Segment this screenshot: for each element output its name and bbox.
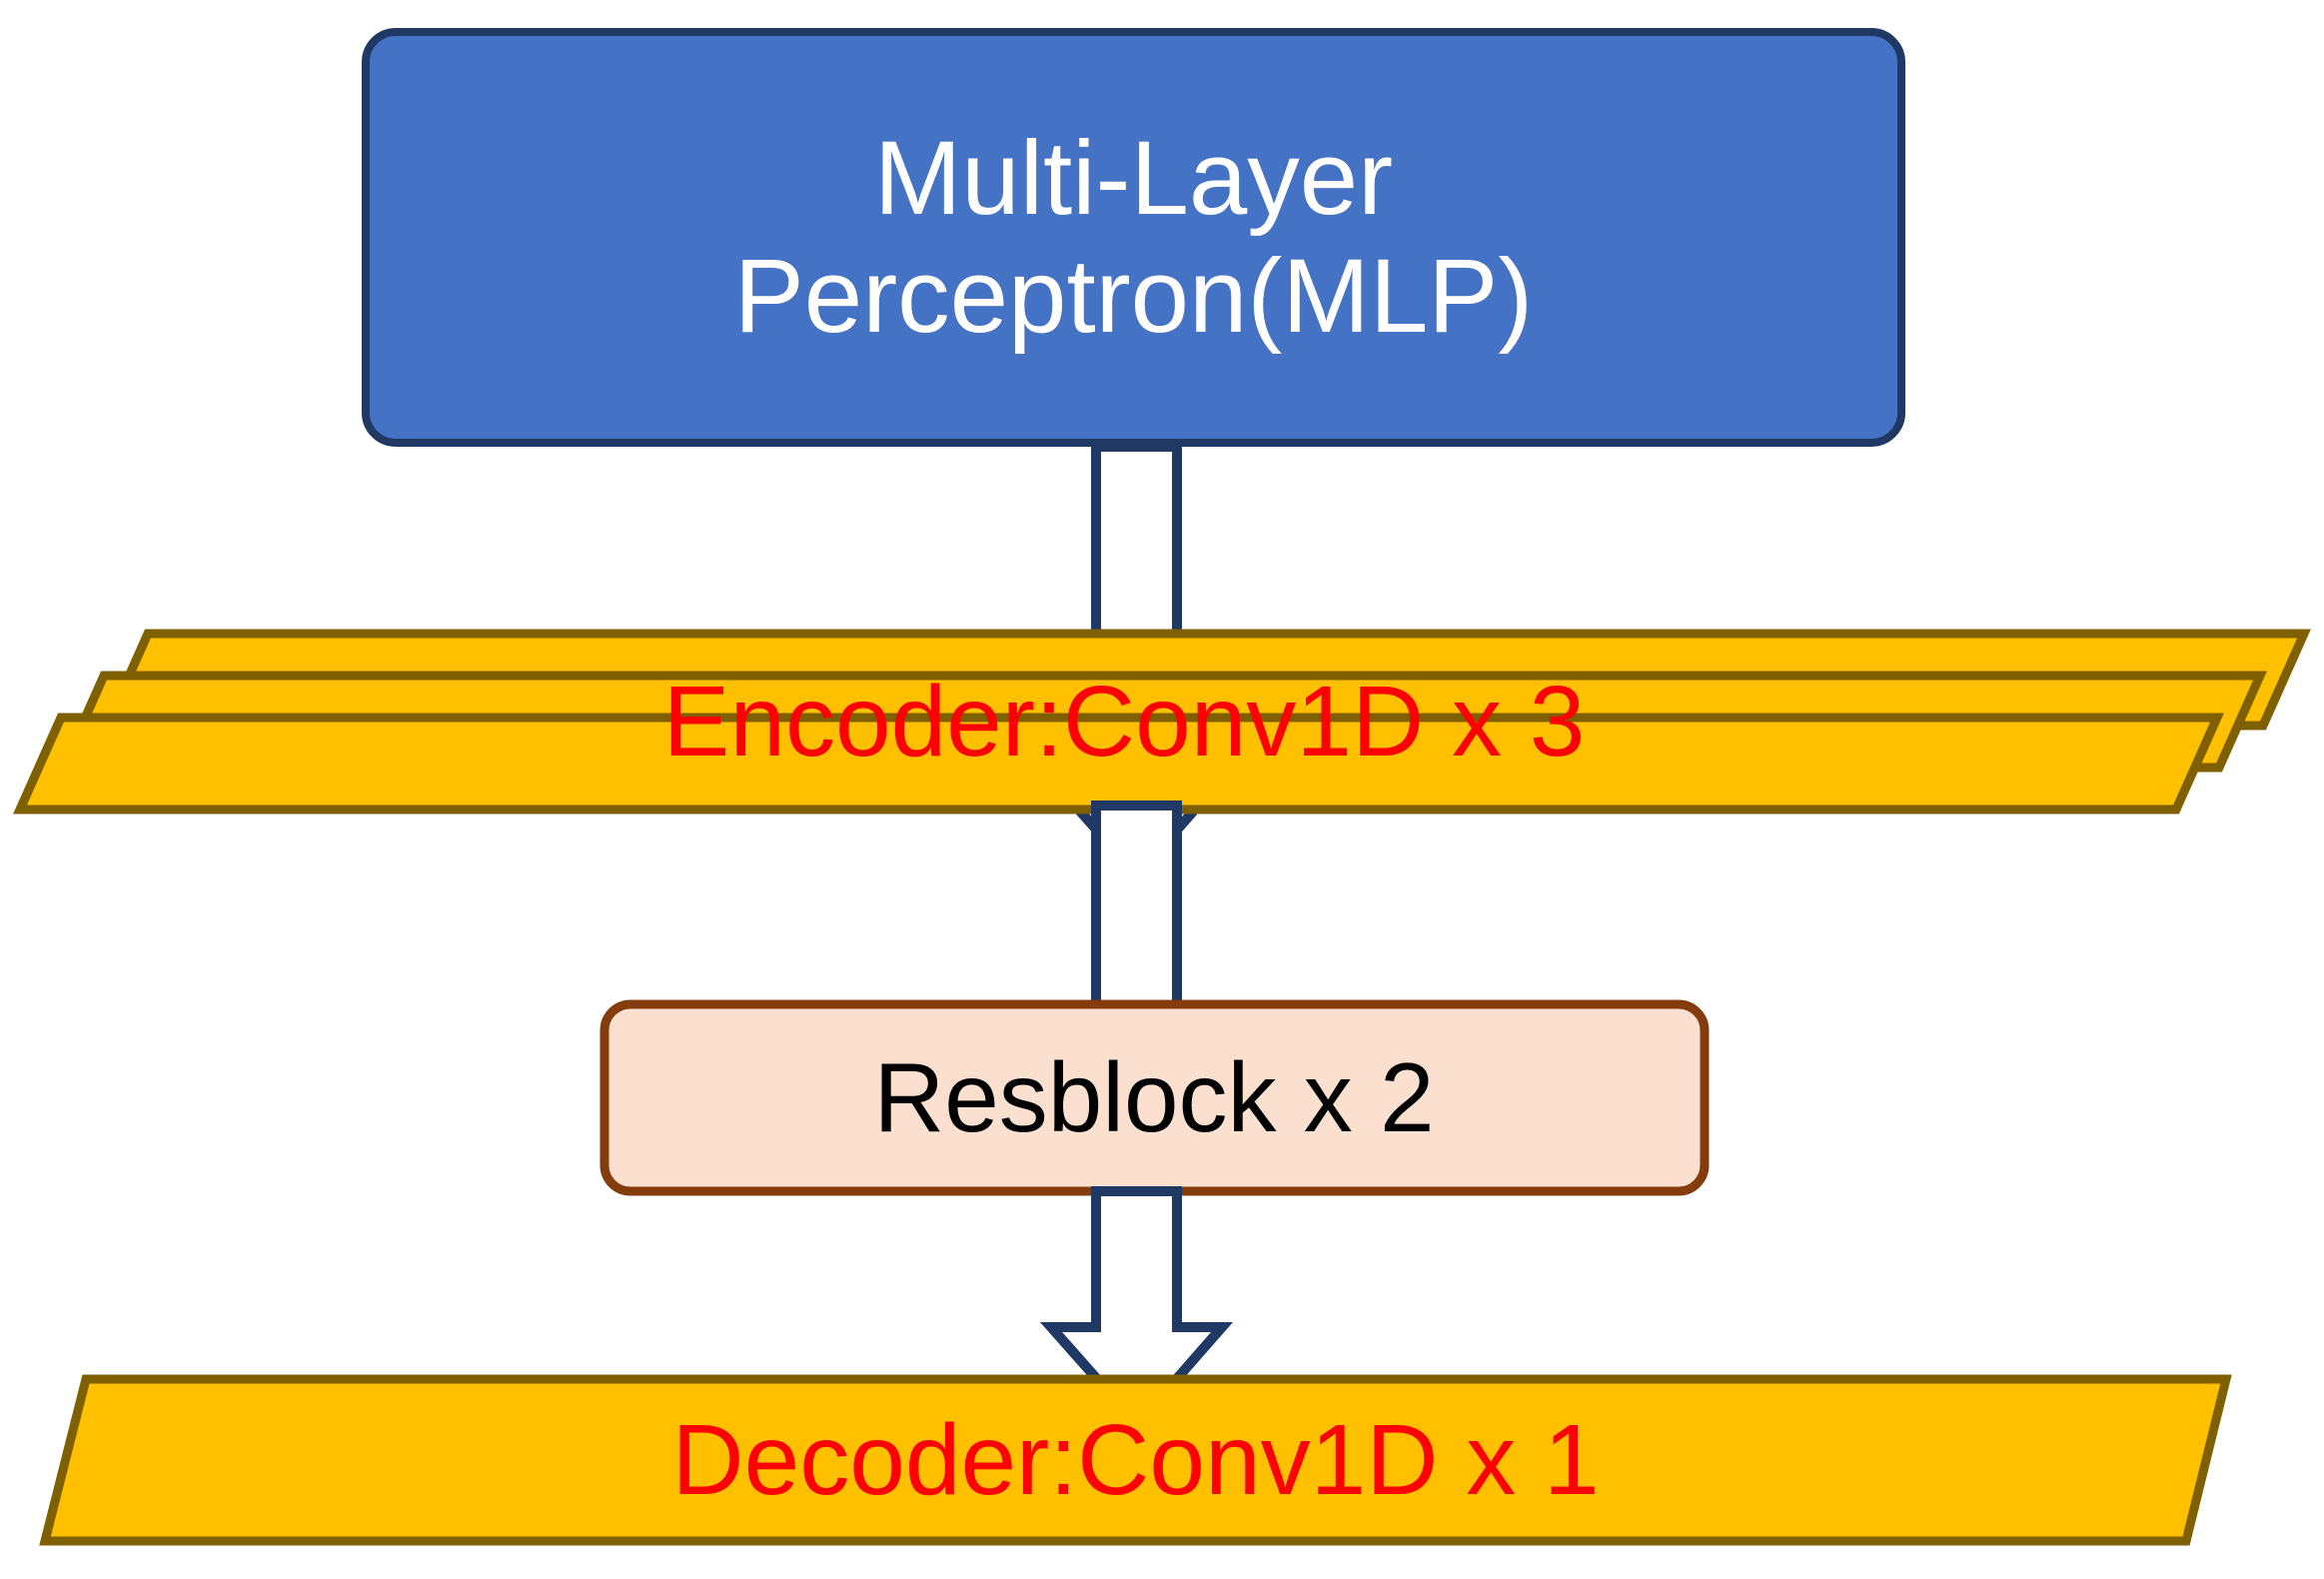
encoder-layer-front[interactable] [13,713,2224,814]
decoder-box[interactable] [39,1374,2232,1546]
mlp-box[interactable] [362,28,1905,447]
resblock-box[interactable] [599,999,1710,1196]
